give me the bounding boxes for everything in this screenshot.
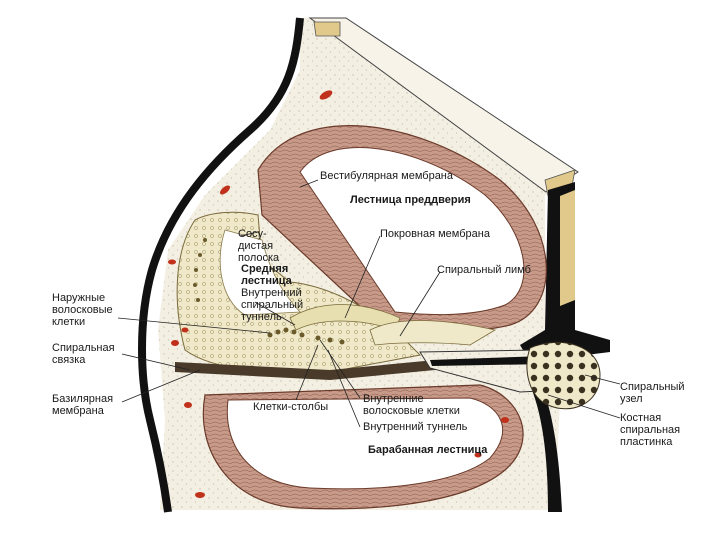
label-vestibular-membrane: Вестибулярная мембрана — [320, 170, 453, 182]
scala-tympani-lumen — [226, 397, 503, 490]
label-spiral-ligament: Спиральная связка — [52, 342, 115, 366]
label-scala-tympani: Барабанная лестница — [368, 444, 488, 456]
label-inner-tunnel: Внутренний туннель — [363, 421, 468, 433]
scala-vestibuli-lumen — [299, 147, 525, 316]
label-stria-vascularis: Сосу- дистая полоска — [238, 228, 280, 264]
label-basilar-membrane: Базилярная мембрана — [52, 393, 114, 417]
label-pillar-cells: Клетки-столбы — [253, 401, 329, 413]
label-outer-hair-cells: Наружные волосковые клетки — [52, 292, 113, 328]
spiral-ganglion-shape — [526, 341, 601, 410]
top-bone-cap — [308, 17, 579, 193]
label-inner-hair-cells: Внутренние волосковые клетки — [363, 393, 460, 417]
label-tectorial-membrane: Покровная мембрана — [380, 228, 490, 240]
label-osseous-spiral-lamina: Костная спиральная пластинка — [620, 412, 681, 448]
blood-vessels — [168, 90, 509, 498]
label-scala-vestibuli: Лестница преддверия — [350, 194, 471, 206]
label-spiral-ganglion: Спиральный узел — [620, 381, 685, 405]
scala-media-lumen — [219, 229, 301, 316]
label-scala-media: Средняя лестница — [241, 263, 292, 287]
organ-of-corti-cells — [193, 238, 345, 345]
leader-lines — [117, 179, 621, 428]
outer-bone-contour — [138, 17, 304, 513]
basilar-membrane-band — [175, 352, 520, 380]
label-inner-spiral-tunnel: Внутренний спиральный туннель — [241, 287, 304, 323]
spiral-limbus-shape — [369, 320, 497, 346]
label-spiral-limbus: Спиральный лимб — [437, 264, 531, 276]
